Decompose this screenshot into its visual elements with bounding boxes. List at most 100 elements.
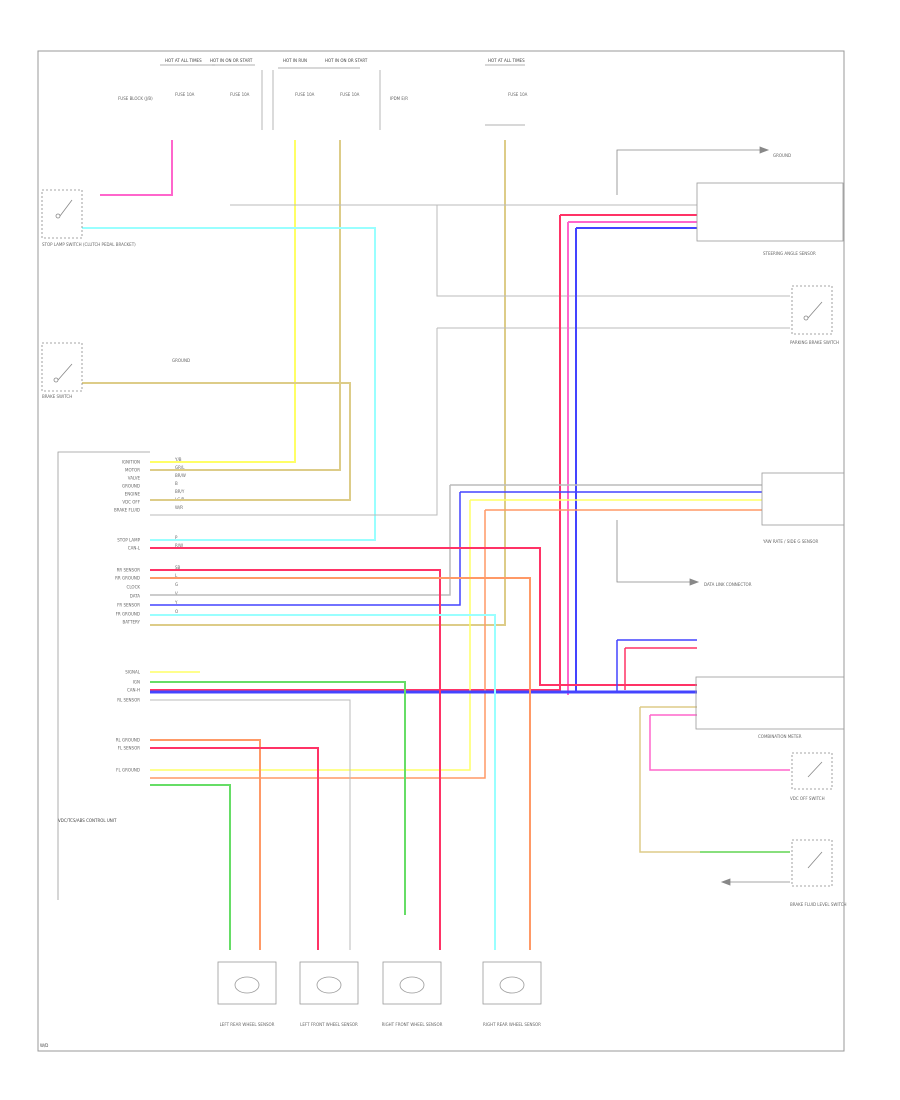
abs-pin-label: RL SENSOR — [117, 698, 140, 703]
wheel-sensor: RIGHT REAR WHEEL SENSOR — [482, 961, 542, 1027]
wire-cyan-stoplamp — [82, 227, 376, 541]
abs-pin-label: FL GROUND — [116, 768, 140, 773]
wire-orange-lr — [150, 739, 261, 950]
abs-pin-label: RR GROUND — [115, 576, 140, 581]
diagram-frame — [37, 50, 845, 1052]
abs-control-unit: VDC/TCS/ABS CONTROL UNIT — [57, 451, 150, 900]
abs-pin-label: IGN — [133, 680, 140, 685]
abs-pin-label: SIGNAL — [125, 670, 141, 675]
wire-pink-stoplamp — [100, 140, 173, 196]
wire-gray-pkb — [436, 205, 790, 297]
wire-color-label: V — [175, 591, 178, 596]
abs-pin-label: CAN-L — [128, 546, 141, 551]
wire-orange-rrs — [150, 577, 531, 950]
wire-gray-eng — [150, 328, 438, 516]
wire-red-rfs — [150, 569, 441, 950]
brake-switch-label: BRAKE SWITCH — [42, 394, 72, 399]
wire-yellow-yaw2 — [150, 500, 471, 771]
abs-pin-label: GROUND — [122, 484, 140, 489]
wire-color-label: Y/B — [174, 457, 182, 462]
data-link-label: DATA LINK CONNECTOR — [704, 582, 752, 587]
abs-pin-label: FL SENSOR — [118, 746, 141, 751]
abs-pin-label: VALVE — [128, 476, 141, 481]
wire-color-label: Y — [174, 600, 178, 605]
fuse-rating-4: FUSE 10A — [340, 92, 360, 97]
abs-pin-label: CAN-H — [127, 688, 140, 693]
wheel-sensor-label: LEFT REAR WHEEL SENSOR — [220, 1022, 275, 1027]
wire-color-label: R/W — [175, 543, 183, 548]
wire-tan-brake — [82, 382, 351, 501]
wire-color-label: BR/W — [175, 473, 186, 478]
wheel-sensor-label: LEFT FRONT WHEEL SENSOR — [300, 1022, 358, 1027]
vdc-off-switch — [791, 752, 833, 790]
wheel-sensor: LEFT FRONT WHEEL SENSOR — [299, 961, 359, 1027]
wire-cyan-rrg — [150, 614, 496, 950]
stop-lamp-switch-label: STOP LAMP SWITCH (CLUTCH PEDAL BRACKET) — [42, 242, 136, 247]
wire-tan-motor — [150, 140, 341, 471]
wire-color-label: G — [175, 582, 178, 587]
wire-red-canh — [150, 215, 561, 691]
brake-fluid-level-switch — [720, 839, 833, 887]
steering-angle-sensor-label: STEERING ANGLE SENSOR — [763, 251, 816, 256]
wheel-sensor-label: RIGHT REAR WHEEL SENSOR — [483, 1022, 541, 1027]
abs-pin-label: DATA — [130, 594, 141, 599]
fuse-rating-5: FUSE 10A — [508, 92, 528, 97]
fuse-label-1: HOT AT ALL TIMES — [165, 58, 202, 63]
fuse-label-2: HOT IN ON OR START — [210, 58, 253, 63]
wire-color-label: W/R — [175, 505, 183, 510]
wire-pink-vdc2 — [649, 715, 790, 771]
fuse-rating-1: FUSE 10A — [175, 92, 195, 97]
yaw-rate-sensor-label: YAW RATE / SIDE G SENSOR — [762, 539, 818, 544]
wire-color-label: L — [175, 573, 178, 578]
fuse-label-3: HOT IN RUN — [283, 58, 307, 63]
parking-brake-switch-label: PARKING BRAKE SWITCH — [790, 340, 839, 345]
ipdm-note: IPDM E/R — [390, 96, 408, 101]
vdc-off-switch-label: VDC OFF SWITCH — [790, 796, 825, 801]
abs-unit-label: VDC/TCS/ABS CONTROL UNIT — [58, 818, 117, 823]
yaw-rate-sensor-box — [761, 472, 845, 526]
parking-brake-switch — [791, 285, 833, 335]
combination-meter-label: COMBINATION METER — [758, 734, 802, 739]
wire-color-label: O — [175, 609, 178, 614]
wheel-sensor: LEFT REAR WHEEL SENSOR — [217, 961, 277, 1027]
wheel-sensor: RIGHT FRONT WHEEL SENSOR — [382, 961, 443, 1027]
wire-blue-yaw2 — [150, 492, 461, 606]
abs-pin-label: BATTERY — [123, 620, 141, 625]
wire-tan-ipdm — [150, 140, 506, 626]
abs-pin-label: FR GROUND — [116, 612, 140, 617]
wire-color-label: SB — [175, 565, 181, 570]
wire-color-label: B — [175, 481, 178, 486]
steering-angle-sensor-box — [696, 182, 844, 242]
wire-color-label: GR/L — [175, 465, 185, 470]
abs-pin-label: VDC OFF — [122, 500, 140, 505]
wire-red-main — [150, 547, 697, 686]
abs-pin-label: FR SENSOR — [117, 603, 140, 608]
wire-orange-yaw2 — [150, 510, 486, 779]
ground-label: GROUND — [172, 358, 190, 363]
brake-fluid-level-label: BRAKE FLUID LEVEL SWITCH — [790, 902, 847, 907]
wire-color-label: BR/Y — [175, 489, 185, 494]
fuse-rating-2: FUSE 10A — [230, 92, 250, 97]
wire-gray-lfg — [150, 699, 351, 950]
wire-gray-yaw2 — [150, 485, 451, 596]
abs-pin-label: RR SENSOR — [117, 568, 141, 573]
wheel-sensor-label: RIGHT FRONT WHEEL SENSOR — [382, 1022, 443, 1027]
ground-top-label: GROUND — [773, 153, 791, 158]
combination-meter-box — [695, 676, 845, 730]
fuse-label-4: HOT IN ON OR START — [325, 58, 368, 63]
wheel-sensors: LEFT REAR WHEEL SENSOR LEFT FRONT WHEEL S… — [217, 961, 542, 1027]
wire-red-lf — [150, 747, 319, 950]
brake-switch — [41, 342, 83, 392]
data-link-arrow — [616, 520, 700, 586]
abs-pin-label: STOP LAMP — [117, 538, 140, 543]
abs-pin-label: RL GROUND — [116, 738, 140, 743]
abs-pin-label: BRAKE FLUID — [114, 508, 140, 513]
stop-lamp-switch — [41, 189, 83, 239]
fuse-group — [160, 64, 525, 130]
fuse-box-note: FUSE BLOCK (J/B) — [118, 96, 153, 101]
footer-label: W/D — [40, 1043, 48, 1048]
fuse-label-5: HOT AT ALL TIMES — [488, 58, 525, 63]
wire-yellow-ign — [150, 140, 296, 463]
